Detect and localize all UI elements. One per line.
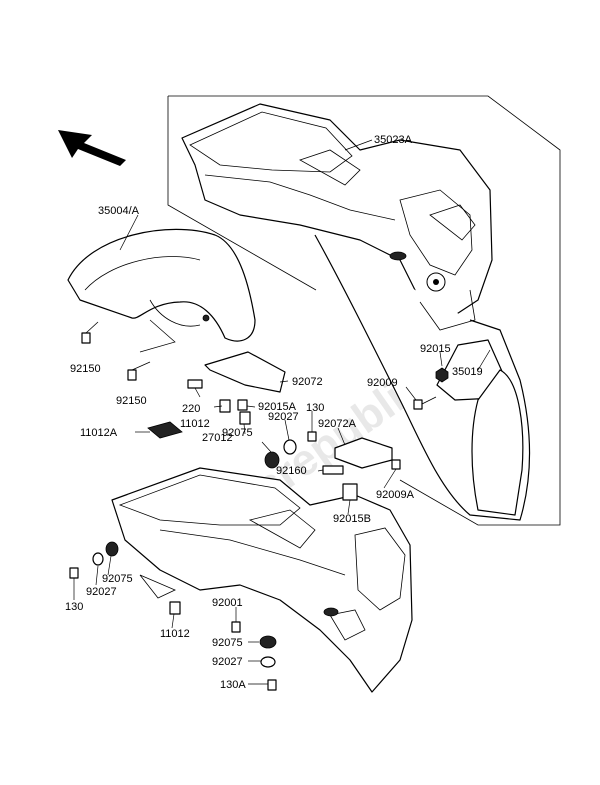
bolt-92009A	[391, 459, 401, 470]
grommet-92075-lower-left	[105, 541, 119, 557]
bolt-92001	[231, 621, 241, 633]
leader-lines	[73, 139, 491, 685]
bolt-92009	[413, 396, 437, 410]
label-92150-upper: 92150	[70, 363, 101, 375]
damper-27012	[239, 411, 251, 425]
collar-92027-lower-left	[92, 552, 104, 566]
label-92075-upper: 92075	[222, 427, 253, 439]
collar-92027-bottom	[260, 656, 276, 668]
pad-11012A	[147, 421, 183, 439]
label-92075-lower: 92075	[102, 573, 133, 585]
bolt-130-lower-left	[69, 567, 79, 579]
collar-92027-upper	[283, 439, 297, 455]
label-92072A: 92072A	[318, 418, 357, 430]
label-35004A: 35004/A	[98, 205, 140, 217]
label-27012: 27012	[202, 432, 233, 444]
label-92160: 92160	[276, 465, 307, 477]
label-130-upper: 130	[306, 402, 324, 414]
label-92150-lower: 92150	[116, 395, 147, 407]
assembly-outline	[167, 95, 561, 526]
mud-flap-35019	[436, 339, 524, 516]
grommet-92075-upper	[264, 451, 280, 469]
nut-92015	[435, 367, 449, 383]
label-11012A: 11012A	[80, 427, 118, 439]
rear-fender-lower-assembly	[111, 467, 413, 693]
gear-icon	[426, 272, 446, 292]
label-92015A: 92015A	[258, 401, 297, 413]
label-92072: 92072	[292, 376, 323, 388]
label-92075-bottom: 92075	[212, 637, 243, 649]
label-92015: 92015	[420, 343, 451, 355]
label-92027-lower: 92027	[86, 586, 117, 598]
direction-arrow-icon	[58, 130, 126, 166]
plate-11012-lower	[169, 601, 181, 615]
label-35019: 35019	[452, 366, 483, 378]
label-92001: 92001	[212, 597, 243, 609]
label-92027-upper: 92027	[268, 411, 299, 423]
label-130-lower: 130	[65, 601, 83, 613]
label-92015B: 92015B	[333, 513, 371, 525]
bracket-92072	[204, 351, 286, 393]
grommet-92075-bottom	[259, 635, 277, 649]
label-92027-bottom: 92027	[212, 656, 243, 668]
label-130A: 130A	[220, 679, 246, 691]
collar-220	[187, 379, 203, 389]
part-labels: 35023A 35004/A 92150 92150 92015 35019 9…	[65, 134, 483, 691]
label-92009A: 92009A	[376, 489, 415, 501]
label-11012-upper: 11012	[180, 418, 210, 430]
spacer-92015B	[342, 483, 358, 501]
label-92009: 92009	[367, 377, 398, 389]
front-fender-35004A	[67, 228, 256, 353]
clip-92015A	[237, 399, 248, 411]
bolt-92150-lower	[127, 361, 151, 381]
band-92160	[322, 465, 344, 475]
label-35023A: 35023A	[374, 134, 413, 146]
label-11012-lower: 11012	[160, 628, 190, 640]
bolt-130A	[267, 679, 277, 691]
bolt-130-upper	[307, 431, 317, 442]
bolt-92150-upper	[81, 321, 99, 344]
label-220: 220	[182, 403, 200, 415]
